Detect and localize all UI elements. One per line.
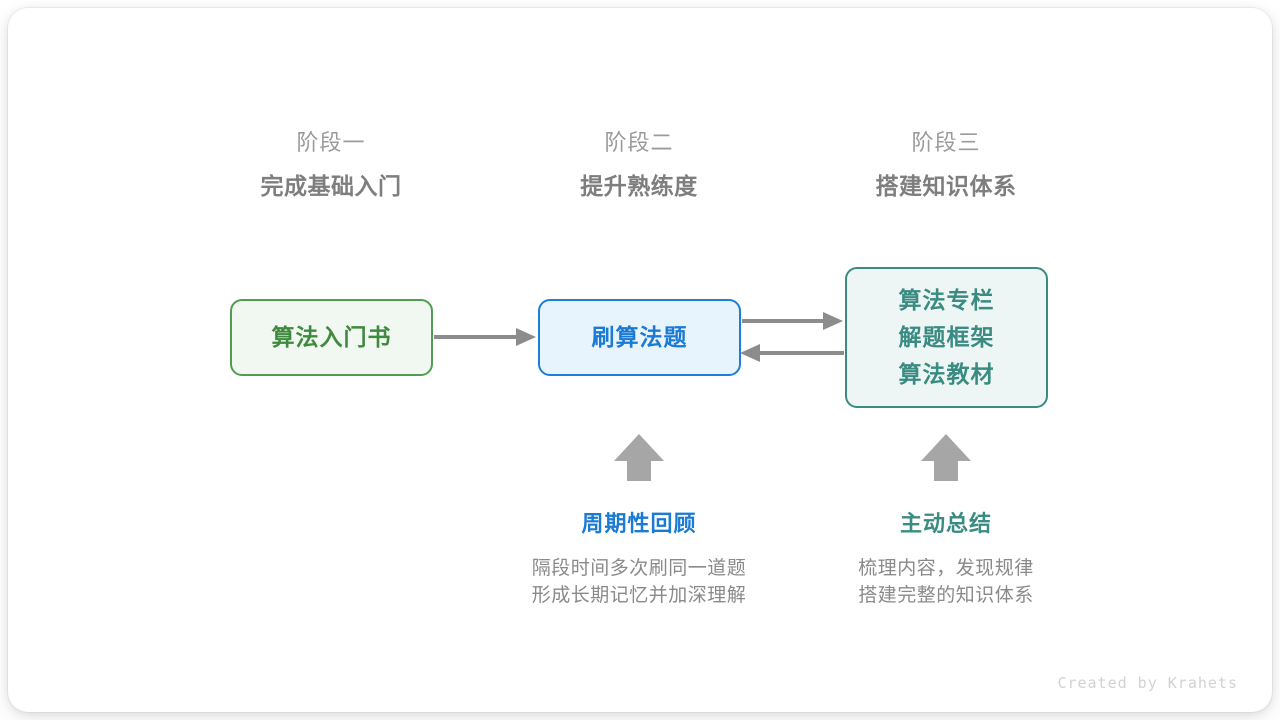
watermark-credit: Created by Krahets	[1057, 674, 1238, 692]
stage-3-subtitle: 阶段三	[911, 130, 981, 155]
annotation-active-summary: 主动总结 梳理内容，发现规律 搭建完整的知识体系	[776, 509, 1116, 609]
node-practice-line-1: 刷算法题	[591, 324, 688, 350]
stage-3-title: 搭建知识体系	[875, 173, 1017, 199]
node-resources-line-2: 解题框架	[898, 324, 995, 350]
annotation-summary-title: 主动总结	[899, 511, 992, 536]
annotation-summary-desc-line-1: 梳理内容，发现规律	[858, 558, 1034, 579]
node-resources-line-1: 算法专栏	[898, 287, 995, 313]
node-algorithm-intro-book[interactable]: 算法入门书	[230, 299, 433, 376]
node-learning-resources[interactable]: 算法专栏 解题框架 算法教材	[845, 267, 1048, 408]
stage-header-2: 阶段二 提升熟练度	[509, 128, 769, 202]
annotation-review-desc-line-2: 形成长期记忆并加深理解	[531, 585, 747, 606]
node-resources-line-3: 算法教材	[898, 361, 995, 387]
stage-header-3: 阶段三 搭建知识体系	[816, 128, 1076, 202]
annotation-summary-description: 梳理内容，发现规律 搭建完整的知识体系	[776, 555, 1116, 609]
stage-2-subtitle: 阶段二	[604, 130, 674, 155]
stage-1-title: 完成基础入门	[260, 173, 402, 199]
stage-1-subtitle: 阶段一	[296, 130, 366, 155]
annotation-summary-desc-line-2: 搭建完整的知识体系	[858, 585, 1034, 606]
stage-header-1: 阶段一 完成基础入门	[201, 128, 461, 202]
annotation-review-description: 隔段时间多次刷同一道题 形成长期记忆并加深理解	[469, 555, 809, 609]
node-practice-problems[interactable]: 刷算法题	[538, 299, 741, 376]
annotation-review-title: 周期性回顾	[581, 511, 697, 536]
node-book-line-1: 算法入门书	[271, 324, 392, 350]
annotation-periodic-review: 周期性回顾 隔段时间多次刷同一道题 形成长期记忆并加深理解	[469, 509, 809, 609]
stage-2-title: 提升熟练度	[580, 173, 698, 199]
annotation-review-desc-line-1: 隔段时间多次刷同一道题	[531, 558, 747, 579]
